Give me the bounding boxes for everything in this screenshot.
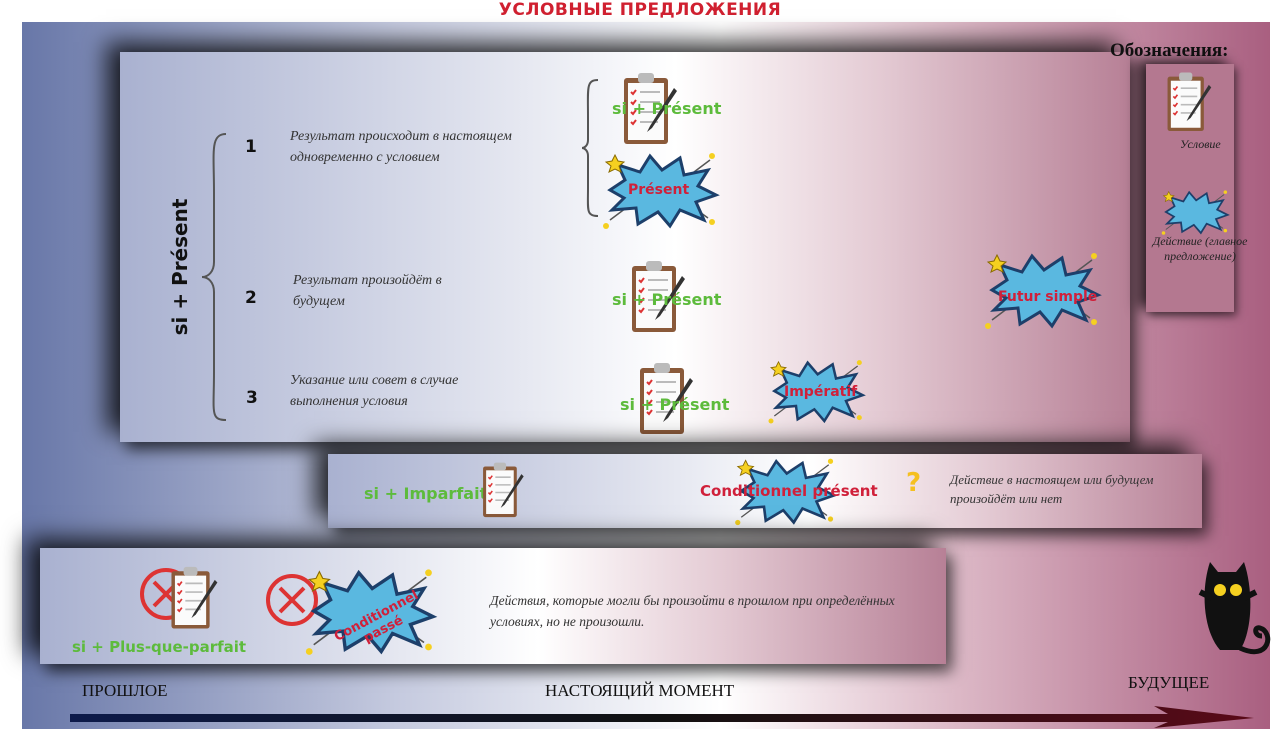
action-label: Conditionnel présent	[700, 482, 878, 500]
row-description: Указание или совет в случае выполнения у…	[290, 373, 459, 409]
timeline-past: ПРОШЛОЕ	[82, 681, 168, 700]
group-label: si + Présent	[168, 198, 192, 336]
condition-label: si + Présent	[612, 290, 722, 309]
row-number: 1	[245, 137, 257, 157]
row-number: 3	[246, 388, 258, 408]
row-number: 2	[245, 288, 257, 308]
crossed-circle-icon	[266, 574, 318, 626]
clipboard-icon	[1164, 70, 1214, 136]
page-title: УСЛОВНЫЕ ПРЕДЛОЖЕНИЯ	[498, 0, 782, 20]
row-description: Результат произойдёт в будущем	[293, 273, 442, 309]
row-brace	[581, 79, 599, 217]
timeline-arrow	[70, 706, 1254, 728]
timeline-present: НАСТОЯЩИЙ МОМЕНТ	[545, 681, 735, 700]
clipboard-icon	[480, 460, 526, 522]
condition-label: si + Plus-que-parfait	[72, 638, 247, 656]
timeline-future: БУДУЩЕЕ	[1128, 673, 1210, 692]
condition-label: si + Imparfait	[364, 484, 488, 503]
condition-label: si + Présent	[612, 99, 722, 118]
row-description: Результат происходит в настоящем одновре…	[290, 129, 512, 165]
clipboard-icon	[168, 564, 220, 634]
plusqueparfait-description: Действия, которые могли бы произойти в п…	[490, 593, 895, 629]
legend-title: Обозначения:	[1110, 40, 1229, 61]
left-brace	[201, 133, 227, 421]
legend-condition-label: Условие	[1180, 137, 1221, 151]
imparfait-description: Действие в настоящем или будущем произой…	[950, 472, 1154, 506]
condition-label: si + Présent	[620, 395, 730, 414]
burst-icon	[1160, 186, 1230, 238]
action-label: Présent	[628, 182, 690, 198]
question-icon: ?	[906, 468, 922, 498]
legend-action-label: Действие (главное предложение)	[1152, 234, 1248, 263]
action-label: Futur simple	[998, 289, 1098, 305]
action-label: Impératif	[784, 384, 858, 400]
cat-icon	[1198, 562, 1271, 655]
